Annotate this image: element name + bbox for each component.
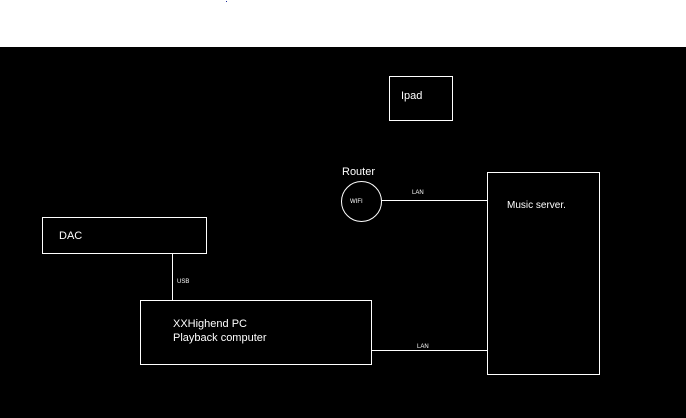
- dac-label: DAC: [59, 230, 82, 242]
- dac-pc-link-label: USB: [177, 279, 189, 285]
- router-label: Router: [342, 166, 375, 178]
- diagram-canvas: Ipad Router WIFI LAN Music server. DAC U…: [0, 47, 686, 418]
- stray-dot: [226, 1, 227, 2]
- router-wifi-label: WIFI: [350, 199, 363, 205]
- ipad-label: Ipad: [401, 90, 422, 102]
- music-server-box: [487, 172, 600, 375]
- router-circle: [341, 181, 382, 222]
- network-diagram: Ipad Router WIFI LAN Music server. DAC U…: [42, 76, 600, 375]
- music-server-label: Music server.: [507, 200, 566, 211]
- router-server-link-label: LAN: [412, 190, 424, 196]
- pc-server-link-label: LAN: [417, 344, 429, 350]
- pc-box: [140, 300, 372, 365]
- pc-label-line1: XXHighend PC: [173, 318, 247, 330]
- pc-label-line2: Playback computer: [173, 332, 267, 344]
- ipad-box: [389, 76, 453, 121]
- top-blank-area: [0, 0, 686, 47]
- dac-box: [42, 217, 207, 254]
